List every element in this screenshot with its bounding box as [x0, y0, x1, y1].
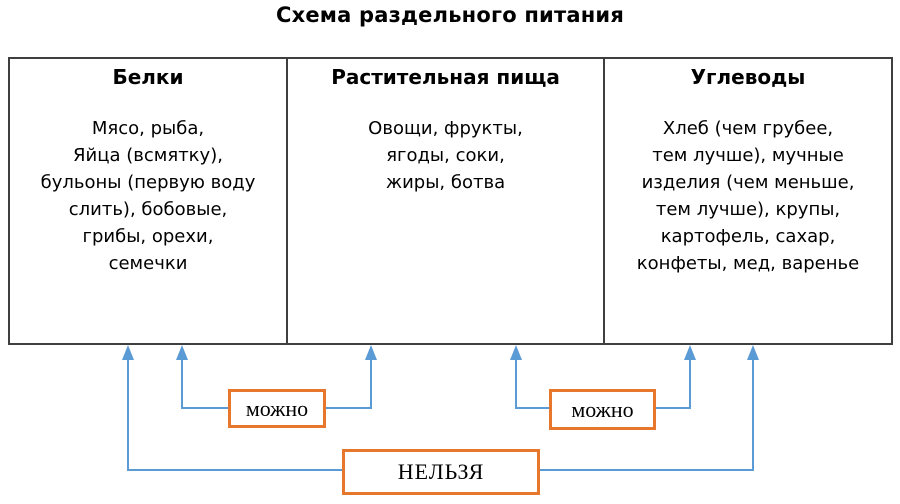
box-proteins-body: Мясо, рыба, Яйца (всмятку), бульоны (пер… — [40, 118, 256, 274]
box-plant-food: Растительная пища Овощи, фрукты, ягоды, … — [286, 59, 603, 343]
box-plant-food-body: Овощи, фрукты, ягоды, соки, жиры, ботва — [368, 118, 523, 193]
arrowhead-allowed-right-plant — [510, 345, 522, 360]
arrowhead-allowed-left-plant — [365, 345, 377, 360]
box-plant-food-header: Растительная пища — [331, 65, 560, 89]
allowed-label-right: можно — [549, 389, 656, 430]
allowed-left-connector-proteins — [181, 359, 228, 409]
arrowhead-forbidden-left — [122, 345, 134, 360]
box-carbohydrates-header: Углеводы — [690, 65, 806, 89]
box-carbohydrates-body: Хлеб (чем грубее, тем лучше), мучные изд… — [636, 118, 860, 274]
forbidden-label: НЕЛЬЗЯ — [342, 449, 540, 495]
arrowhead-allowed-right-carbs — [684, 345, 696, 360]
diagram-title: Схема раздельного питания — [275, 3, 625, 27]
box-carbohydrates: Углеводы Хлеб (чем грубее, тем лучше), м… — [603, 59, 891, 343]
allowed-left-connector-plant — [326, 359, 372, 409]
box-proteins: Белки Мясо, рыба, Яйца (всмятку), бульон… — [10, 59, 286, 343]
allowed-label-left: можно — [228, 389, 326, 428]
food-group-table: Белки Мясо, рыба, Яйца (всмятку), бульон… — [8, 57, 893, 345]
box-proteins-header: Белки — [112, 65, 184, 89]
allowed-right-connector-plant — [515, 359, 549, 409]
allowed-right-connector-carbs — [656, 359, 691, 409]
arrowhead-allowed-left-proteins — [176, 345, 188, 360]
arrowhead-forbidden-right — [747, 345, 759, 360]
